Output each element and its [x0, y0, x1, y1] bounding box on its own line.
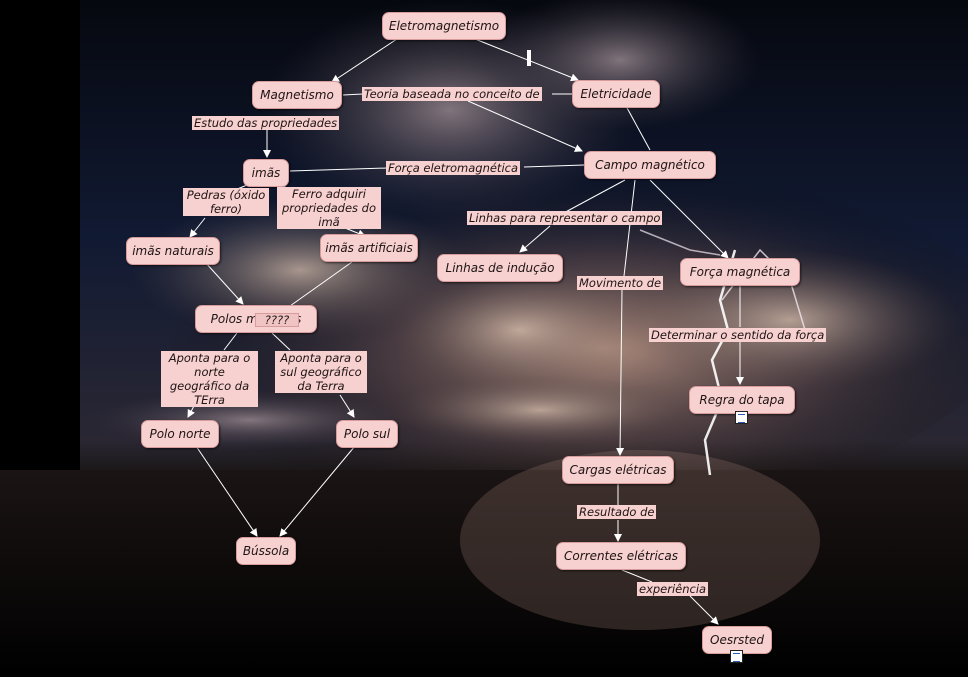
link-line — [625, 105, 651, 151]
concept-oersted[interactable]: Oesrsted — [702, 626, 772, 654]
concept-forca-magnetica[interactable]: Força magnética — [680, 258, 800, 286]
polos-overlay-tag: ???? — [255, 313, 299, 327]
concept-polo-sul[interactable]: Polo sul — [336, 420, 398, 448]
link-aponta-norte[interactable]: Aponta para o norte geográfico da TErra — [161, 351, 258, 407]
concept-imas-naturais[interactable]: imãs naturais — [126, 237, 220, 265]
link-estudo[interactable]: Estudo das propriedades — [192, 116, 340, 130]
link-line — [289, 261, 353, 307]
document-icon[interactable] — [735, 411, 748, 424]
link-line — [339, 394, 355, 418]
link-line — [342, 93, 364, 96]
concept-regra-do-tapa[interactable]: Regra do tapa — [689, 386, 795, 414]
concept-linhas-inducao[interactable]: Linhas de indução — [437, 254, 563, 282]
link-line — [649, 179, 729, 259]
link-line — [204, 261, 244, 305]
link-line — [523, 164, 585, 168]
concept-correntes-eletricas[interactable]: Correntes elétricas — [556, 542, 686, 570]
link-forca-eletromagnetica[interactable]: Força eletromagnética — [386, 161, 521, 175]
link-experiencia[interactable]: experiência — [637, 582, 709, 596]
concept-imas-artificiais[interactable]: imãs artificiais — [320, 234, 418, 262]
link-line — [195, 445, 258, 537]
concept-bussola[interactable]: Bússola — [236, 537, 296, 565]
concept-magnetismo[interactable]: Magnetismo — [252, 81, 342, 109]
link-line — [623, 179, 636, 277]
link-line — [689, 595, 719, 625]
concept-eletricidade[interactable]: Eletricidade — [572, 80, 660, 108]
link-movimento[interactable]: Movimento de — [577, 276, 664, 290]
concept-imas[interactable]: imãs — [243, 159, 289, 187]
polos-label-start: Polos ma — [210, 312, 266, 326]
concept-campo-magnetico[interactable]: Campo magnético — [584, 151, 716, 179]
link-line — [271, 332, 291, 351]
link-line — [289, 167, 389, 172]
link-handle[interactable] — [527, 50, 531, 66]
link-determinar[interactable]: Determinar o sentido da força — [649, 328, 827, 342]
link-line — [223, 332, 238, 351]
link-line — [616, 289, 625, 456]
link-line — [331, 36, 401, 83]
document-icon[interactable] — [730, 650, 743, 663]
link-resultado[interactable]: Resultado de — [577, 505, 657, 519]
link-teoria[interactable]: Teoria baseada no conceito de — [362, 87, 542, 101]
link-line — [621, 569, 653, 583]
link-aponta-sul[interactable]: Aponta para o sul geográfico da Terra — [275, 351, 367, 393]
link-line — [519, 225, 551, 253]
link-line — [467, 100, 583, 152]
concept-eletromagnetismo[interactable]: Eletromagnetismo — [382, 12, 506, 40]
link-ferro[interactable]: Ferro adquiri propriedades do imã — [277, 187, 381, 229]
concept-cargas-eletricas[interactable]: Cargas elétricas — [562, 456, 674, 484]
link-line — [559, 179, 626, 216]
link-pedras[interactable]: Pedras (óxido ferro) — [183, 188, 269, 216]
concept-polo-norte[interactable]: Polo norte — [141, 420, 219, 448]
link-line — [189, 217, 206, 238]
link-linhas-representar[interactable]: Linhas para representar o campo — [467, 211, 663, 225]
link-line — [469, 36, 579, 82]
link-line — [279, 445, 356, 537]
